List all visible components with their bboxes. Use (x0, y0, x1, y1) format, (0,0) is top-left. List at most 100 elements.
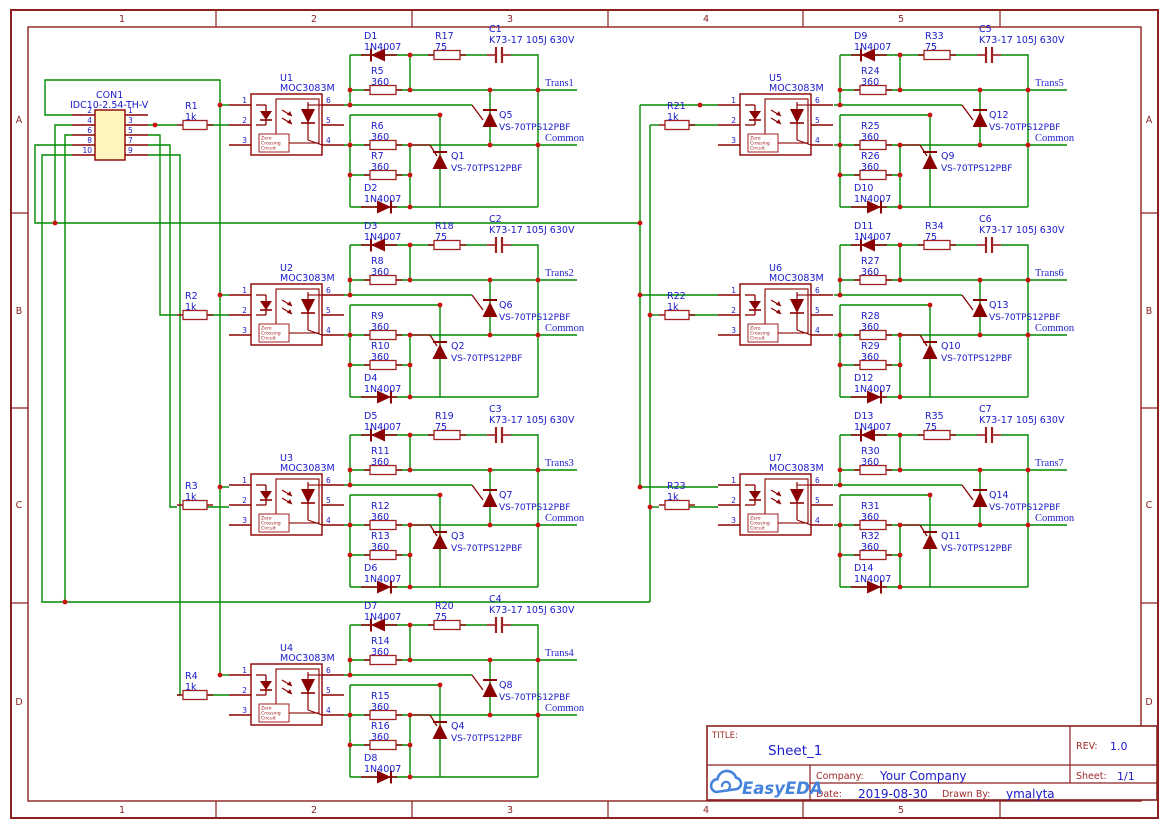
resistor-R29[interactable] (859, 359, 887, 371)
wire[interactable] (148, 134, 177, 316)
zero-crossing-text: Zero (261, 326, 272, 332)
resistor-R16[interactable] (369, 739, 397, 751)
triac-Q4[interactable] (432, 724, 448, 739)
resistor-R1[interactable] (182, 119, 208, 131)
diode-D1[interactable] (371, 48, 385, 62)
resistor-R22[interactable] (664, 309, 690, 321)
component-value: 360 (371, 132, 389, 143)
wire[interactable] (511, 434, 539, 587)
resistor-R18[interactable] (433, 239, 461, 251)
resistor-R23[interactable] (664, 499, 690, 511)
triac-Q12[interactable] (972, 112, 988, 127)
resistor-R21[interactable] (664, 119, 690, 131)
junction-dot (487, 277, 493, 283)
resistor-R3[interactable] (182, 499, 208, 511)
wire[interactable] (54, 124, 72, 223)
junction-dot (977, 467, 983, 473)
wire[interactable] (511, 54, 539, 207)
junction-dot (637, 484, 643, 490)
resistor-R9[interactable] (369, 329, 397, 341)
diode-D10[interactable] (867, 200, 881, 214)
resistor-R33[interactable] (923, 49, 951, 61)
resistor-R17[interactable] (433, 49, 461, 61)
triac-Q7[interactable] (482, 492, 498, 507)
diode-D12[interactable] (867, 390, 881, 404)
junction-dots-layer (52, 52, 1031, 780)
junction-dot (977, 87, 983, 93)
component-ref: R6 (371, 121, 384, 132)
components-layer[interactable]: ZeroCrossingCircuitZeroCrossingCircuitZe… (72, 45, 1001, 784)
wire[interactable] (44, 79, 221, 675)
resistor-R15[interactable] (369, 709, 397, 721)
wire[interactable] (148, 144, 177, 508)
wire[interactable] (1001, 244, 1029, 397)
frame-column-label: 5 (898, 805, 904, 816)
resistor-R31[interactable] (859, 519, 887, 531)
resistor-R13[interactable] (369, 549, 397, 561)
wire[interactable] (64, 134, 72, 602)
resistor-R25[interactable] (859, 139, 887, 151)
resistor-R6[interactable] (369, 139, 397, 151)
junction-dot (407, 712, 413, 718)
resistor-R24[interactable] (859, 84, 887, 96)
diode-D7[interactable] (371, 618, 385, 632)
resistor-R20[interactable] (433, 619, 461, 631)
resistor-R32[interactable] (859, 549, 887, 561)
resistor-R11[interactable] (369, 464, 397, 476)
diode-D8[interactable] (377, 770, 391, 784)
diode-D3[interactable] (371, 238, 385, 252)
wire[interactable] (148, 154, 181, 696)
triac-Q9[interactable] (922, 154, 938, 169)
triac-Q5[interactable] (482, 112, 498, 127)
wire[interactable] (1001, 54, 1029, 207)
component-ref: R19 (435, 411, 454, 422)
resistor-R10[interactable] (369, 359, 397, 371)
resistor-R35[interactable] (923, 429, 951, 441)
wire[interactable] (41, 154, 650, 603)
resistor-R12[interactable] (369, 519, 397, 531)
triac-Q8[interactable] (482, 682, 498, 697)
diode-D6[interactable] (377, 580, 391, 594)
wire[interactable] (511, 624, 539, 777)
resistor-R28[interactable] (859, 329, 887, 341)
wire[interactable] (511, 244, 539, 397)
resistor-R8[interactable] (369, 274, 397, 286)
triac-Q13[interactable] (972, 302, 988, 317)
zero-crossing-text: Crossing (261, 711, 281, 717)
diode-D2[interactable] (377, 200, 391, 214)
resistor-R2[interactable] (182, 309, 208, 321)
connector-CON1[interactable] (94, 109, 126, 161)
resistor-R27[interactable] (859, 274, 887, 286)
resistor-R26[interactable] (859, 169, 887, 181)
diode-D13[interactable] (861, 428, 875, 442)
triac-Q14[interactable] (972, 492, 988, 507)
resistor-R34[interactable] (923, 239, 951, 251)
wire[interactable] (1001, 434, 1029, 587)
triac-Q11[interactable] (922, 534, 938, 549)
triac-Q10[interactable] (922, 344, 938, 359)
triac-Q3[interactable] (432, 534, 448, 549)
diode-D14[interactable] (867, 580, 881, 594)
resistor-R7[interactable] (369, 169, 397, 181)
frame-outer (10, 9, 1159, 819)
resistor-R14[interactable] (369, 654, 397, 666)
diode-D9[interactable] (861, 48, 875, 62)
triac-Q2[interactable] (432, 344, 448, 359)
diode-D5[interactable] (371, 428, 385, 442)
diode-D11[interactable] (861, 238, 875, 252)
triac-Q1[interactable] (432, 154, 448, 169)
resistor-R30[interactable] (859, 464, 887, 476)
resistor-R19[interactable] (433, 429, 461, 441)
resistor-R4[interactable] (182, 689, 208, 701)
resistor-R5[interactable] (369, 84, 397, 96)
wire[interactable] (34, 144, 640, 224)
triac-Q6[interactable] (482, 302, 498, 317)
diode-D4[interactable] (377, 390, 391, 404)
